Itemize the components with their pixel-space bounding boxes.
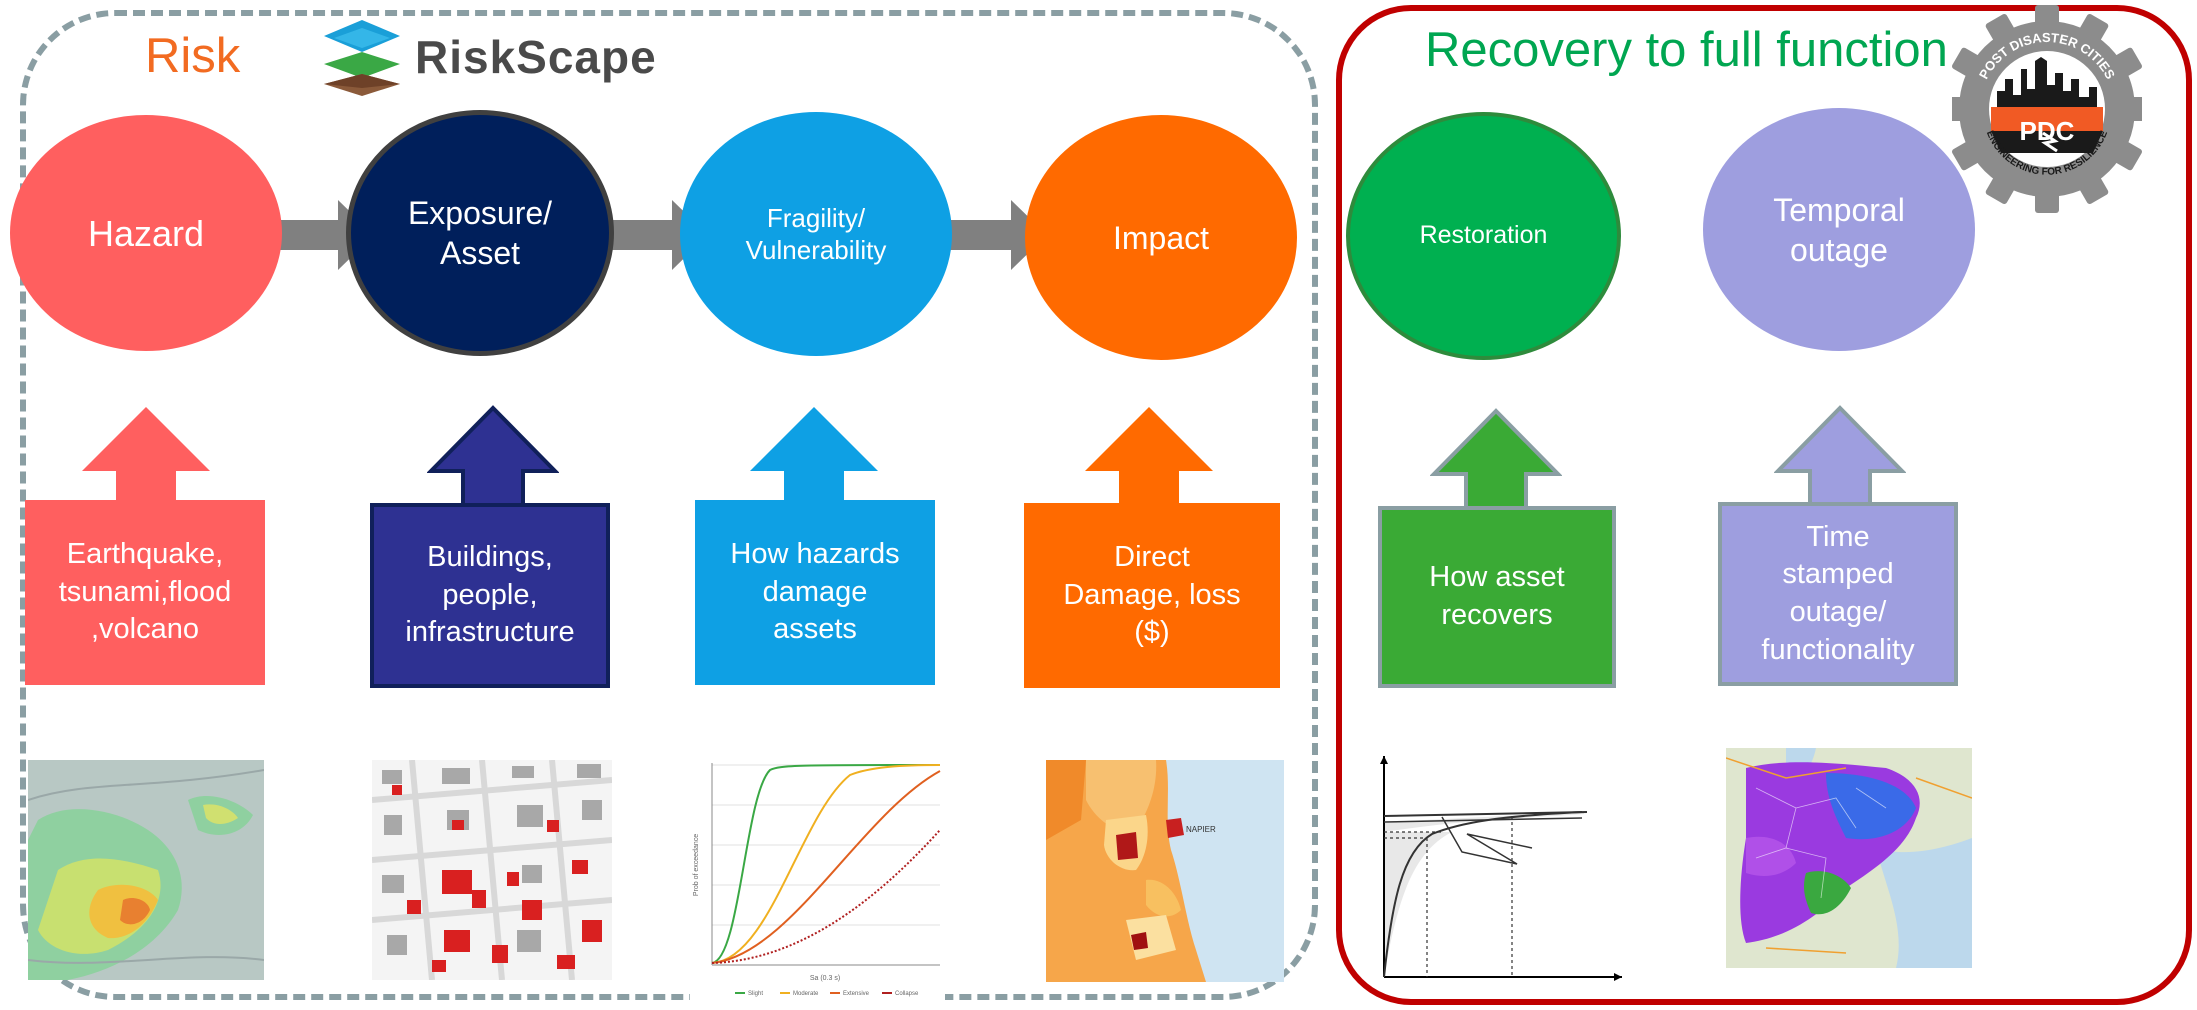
flow-arrow-2 [596, 200, 708, 270]
card-exposure-text: Buildings, people, infrastructure [405, 540, 575, 649]
up-arrow-hazard [82, 407, 210, 505]
node-impact-label: Impact [1112, 219, 1210, 256]
outage-map-thumbnail [1726, 748, 1972, 968]
fragility-y-label: Prob of exceedance [693, 834, 700, 896]
node-temporal-outage: Temporal outage [1703, 108, 1975, 351]
pdc-badge: PDC POST DISASTER CITIES ENGINEERING FOR… [1943, 4, 2151, 214]
up-arrow-temporal [1774, 405, 1906, 505]
up-arrow-fragility [750, 407, 878, 505]
fragility-chart-thumbnail: Sa (0.3 s) Prob of exceedance Slight Mod… [690, 755, 945, 1000]
node-temporal-outage-label: Temporal outage [1773, 191, 1905, 268]
card-impact-text: Direct Damage, loss ($) [1063, 540, 1241, 649]
risk-title: Risk [145, 29, 241, 83]
node-impact: Impact [1025, 115, 1297, 360]
hazard-map-thumbnail [28, 760, 264, 980]
card-exposure: Buildings, people, infrastructure [370, 503, 610, 688]
fragility-legend-collapse: Collapse [895, 991, 919, 997]
fragility-legend-moderate: Moderate [793, 991, 819, 997]
riskscape-logo-text: RiskScape [415, 31, 657, 83]
node-fragility-label: Fragility/ Vulnerability [745, 202, 887, 266]
card-fragility: How hazards damage assets [695, 500, 935, 685]
up-arrow-impact [1085, 407, 1213, 505]
fragility-legend-extensive: Extensive [843, 991, 870, 997]
up-arrow-restoration [1430, 408, 1562, 508]
node-hazard: Hazard [10, 115, 282, 351]
node-restoration-label: Restoration [1419, 221, 1548, 250]
impact-map-thumbnail: NAPIER [1046, 760, 1284, 982]
recovery-title: Recovery to full function [1425, 23, 1948, 77]
node-exposure-label: Exposure/ Asset [407, 195, 553, 271]
restoration-chart-thumbnail [1372, 752, 1632, 987]
node-hazard-label: Hazard [87, 212, 205, 254]
fragility-legend-slight: Slight [748, 991, 763, 997]
riskscape-logo-icon [324, 20, 400, 96]
node-exposure: Exposure/ Asset [346, 110, 614, 356]
up-arrow-exposure [427, 405, 559, 505]
fragility-x-label: Sa (0.3 s) [810, 975, 840, 982]
risk-frame [20, 10, 1318, 1000]
recovery-frame [1336, 5, 2192, 1005]
node-restoration: Restoration [1346, 112, 1621, 360]
card-temporal: Time stamped outage/ functionality [1718, 502, 1958, 686]
card-hazard-text: Earthquake, tsunami,flood ,volcano [58, 537, 232, 646]
flow-arrow-3 [935, 200, 1047, 270]
card-impact: Direct Damage, loss ($) [1024, 503, 1280, 688]
pdc-badge-center-text: PDC [2020, 116, 2075, 146]
card-fragility-text: How hazards damage assets [730, 537, 900, 646]
impact-map-label: NAPIER [1186, 825, 1216, 834]
card-hazard: Earthquake, tsunami,flood ,volcano [25, 500, 265, 685]
node-fragility: Fragility/ Vulnerability [680, 112, 952, 356]
card-restoration: How asset recovers [1378, 506, 1616, 688]
card-restoration-text: How asset recovers [1429, 561, 1565, 631]
riskscape-logo: RiskScape [320, 18, 680, 98]
card-temporal-text: Time stamped outage/ functionality [1761, 520, 1915, 666]
exposure-map-thumbnail [372, 760, 612, 980]
